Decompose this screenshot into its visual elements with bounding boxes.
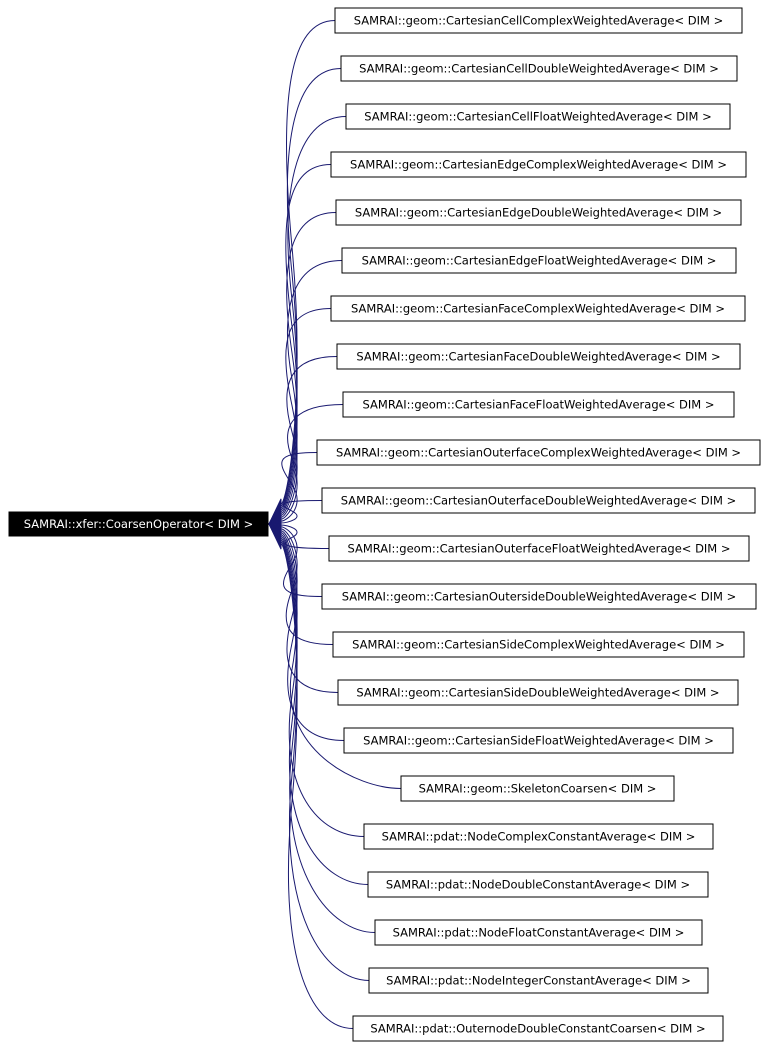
- derived-class-box: [345, 103, 731, 130]
- derived-class-node[interactable]: SAMRAI::pdat::NodeDoubleConstantAverage<…: [367, 871, 709, 898]
- derived-class-node[interactable]: SAMRAI::geom::CartesianSideComplexWeight…: [332, 631, 745, 658]
- derived-class-label: SAMRAI::geom::CartesianFaceDoubleWeighte…: [356, 350, 720, 364]
- derived-class-box: [336, 343, 741, 370]
- derived-class-node[interactable]: SAMRAI::pdat::NodeComplexConstantAverage…: [363, 823, 714, 850]
- derived-class-node[interactable]: SAMRAI::geom::CartesianCellComplexWeight…: [334, 7, 743, 34]
- derived-class-node[interactable]: SAMRAI::geom::CartesianSideFloatWeighted…: [343, 727, 734, 754]
- derived-class-box: [332, 631, 745, 658]
- inheritance-edge: [280, 539, 376, 933]
- derived-class-label: SAMRAI::geom::CartesianFaceFloatWeighted…: [363, 398, 715, 412]
- inheritance-edge: [280, 534, 402, 789]
- derived-class-box: [335, 199, 742, 226]
- derived-class-box: [321, 487, 756, 514]
- derived-class-box: [343, 727, 734, 754]
- derived-class-box: [342, 391, 735, 418]
- derived-class-node[interactable]: SAMRAI::geom::CartesianOuterfaceFloatWei…: [328, 535, 750, 562]
- derived-class-label: SAMRAI::geom::CartesianFaceComplexWeight…: [351, 302, 725, 316]
- derived-class-box: [368, 967, 709, 994]
- derived-class-node[interactable]: SAMRAI::geom::CartesianEdgeDoubleWeighte…: [335, 199, 742, 226]
- derived-class-node[interactable]: SAMRAI::geom::CartesianFaceFloatWeighted…: [342, 391, 735, 418]
- derived-class-node[interactable]: SAMRAI::geom::CartesianSideDoubleWeighte…: [337, 679, 739, 706]
- derived-class-node[interactable]: SAMRAI::pdat::NodeFloatConstantAverage< …: [374, 919, 703, 946]
- inheritance-edge: [280, 543, 354, 1029]
- derived-class-label: SAMRAI::pdat::NodeDoubleConstantAverage<…: [386, 878, 690, 892]
- inheritance-edge: [280, 537, 369, 885]
- root-class-box: [8, 511, 269, 537]
- derived-class-label: SAMRAI::geom::CartesianEdgeDoubleWeighte…: [355, 206, 722, 220]
- derived-class-label: SAMRAI::geom::CartesianCellComplexWeight…: [354, 14, 723, 28]
- derived-class-label: SAMRAI::geom::CartesianSideFloatWeighted…: [363, 734, 714, 748]
- inheritance-edge: [280, 212, 337, 513]
- derived-class-label: SAMRAI::geom::CartesianCellDoubleWeighte…: [359, 62, 719, 76]
- derived-class-label: SAMRAI::geom::CartesianOuterfaceComplexW…: [336, 446, 741, 460]
- derived-class-node[interactable]: SAMRAI::geom::CartesianCellFloatWeighted…: [345, 103, 731, 130]
- derived-class-label: SAMRAI::geom::CartesianOutersideDoubleWe…: [342, 590, 737, 604]
- derived-class-box: [316, 439, 761, 466]
- inheritance-edge: [280, 532, 345, 741]
- derived-class-box: [334, 7, 743, 34]
- derived-class-label: SAMRAI::pdat::NodeFloatConstantAverage< …: [393, 926, 685, 940]
- derived-class-box: [321, 583, 757, 610]
- derived-class-node[interactable]: SAMRAI::geom::CartesianFaceDoubleWeighte…: [336, 343, 741, 370]
- inheritance-edge: [280, 541, 370, 981]
- derived-class-label: SAMRAI::pdat::OuternodeDoubleConstantCoa…: [370, 1022, 705, 1036]
- derived-class-label: SAMRAI::geom::CartesianSideDoubleWeighte…: [356, 686, 719, 700]
- derived-class-nodes: SAMRAI::geom::CartesianCellComplexWeight…: [316, 7, 761, 1042]
- derived-class-label: SAMRAI::geom::SkeletonCoarsen< DIM >: [419, 782, 657, 796]
- derived-class-box: [328, 535, 750, 562]
- inheritance-edge: [280, 260, 343, 514]
- derived-class-node[interactable]: SAMRAI::geom::CartesianCellDoubleWeighte…: [340, 55, 738, 82]
- derived-class-node[interactable]: SAMRAI::geom::SkeletonCoarsen< DIM >: [400, 775, 675, 802]
- inheritance-edge: [280, 536, 365, 837]
- derived-class-box: [367, 871, 709, 898]
- derived-class-node[interactable]: SAMRAI::geom::CartesianEdgeFloatWeighted…: [341, 247, 737, 274]
- inheritance-edge: [280, 500, 323, 524]
- derived-class-node[interactable]: SAMRAI::geom::CartesianFaceComplexWeight…: [330, 295, 746, 322]
- derived-class-box: [363, 823, 714, 850]
- derived-class-node[interactable]: SAMRAI::geom::CartesianEdgeComplexWeight…: [330, 151, 747, 178]
- derived-class-box: [330, 295, 746, 322]
- derived-class-box: [340, 55, 738, 82]
- derived-class-label: SAMRAI::pdat::NodeComplexConstantAverage…: [382, 830, 696, 844]
- derived-class-node[interactable]: SAMRAI::geom::CartesianOuterfaceComplexW…: [316, 439, 761, 466]
- inheritance-edge: [280, 404, 344, 520]
- root-class-node[interactable]: SAMRAI::xfer::CoarsenOperator< DIM >: [8, 511, 269, 537]
- derived-class-label: SAMRAI::geom::CartesianOuterfaceDoubleWe…: [341, 494, 736, 508]
- derived-class-label: SAMRAI::geom::CartesianEdgeComplexWeight…: [350, 158, 727, 172]
- derived-class-box: [337, 679, 739, 706]
- derived-class-node[interactable]: SAMRAI::pdat::OuternodeDoubleConstantCoa…: [352, 1015, 724, 1042]
- derived-class-box: [400, 775, 675, 802]
- derived-class-label: SAMRAI::geom::CartesianEdgeFloatWeighted…: [362, 254, 717, 268]
- derived-class-box: [352, 1015, 724, 1042]
- inheritance-edge: [280, 356, 338, 518]
- arrowhead-icon: [268, 523, 282, 550]
- derived-class-label: SAMRAI::geom::CartesianOuterfaceFloatWei…: [347, 542, 730, 556]
- derived-class-node[interactable]: SAMRAI::geom::CartesianOuterfaceDoubleWe…: [321, 487, 756, 514]
- derived-class-node[interactable]: SAMRAI::geom::CartesianOutersideDoubleWe…: [321, 583, 757, 610]
- derived-class-box: [374, 919, 703, 946]
- root-class-label: SAMRAI::xfer::CoarsenOperator< DIM >: [24, 517, 253, 531]
- derived-class-label: SAMRAI::pdat::NodeIntegerConstantAverage…: [386, 974, 691, 988]
- derived-class-box: [330, 151, 747, 178]
- inheritance-edges: [267, 20, 402, 1029]
- inheritance-edge: [280, 452, 318, 522]
- inheritance-edge: [280, 530, 339, 693]
- inheritance-edge: [280, 524, 330, 549]
- derived-class-label: SAMRAI::geom::CartesianCellFloatWeighted…: [364, 110, 711, 124]
- derived-class-box: [341, 247, 737, 274]
- derived-class-label: SAMRAI::geom::CartesianSideComplexWeight…: [352, 638, 725, 652]
- derived-class-node[interactable]: SAMRAI::pdat::NodeIntegerConstantAverage…: [368, 967, 709, 994]
